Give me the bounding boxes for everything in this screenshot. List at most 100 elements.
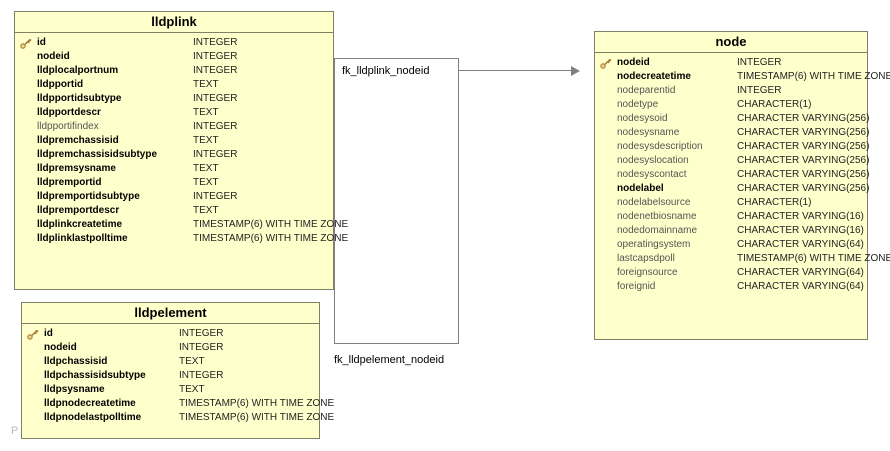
column-type: INTEGER [179,342,224,353]
column-key-slot [15,204,37,218]
column-name: lldpremchassisidsubtype [37,149,158,160]
column-name: lldplinkcreatetime [37,219,123,230]
column-key-slot [15,106,37,120]
column-type: TEXT [193,135,219,146]
column-key-slot [595,252,617,266]
column-type: TEXT [179,384,205,395]
column-name: lldpchassisid [44,356,108,367]
column-key-slot [15,190,37,204]
relationship-label-fk-lldplink-nodeid: fk_lldplink_nodeid [342,65,430,77]
column-type: CHARACTER(1) [737,197,812,208]
column-name: lldpremportdescr [37,205,120,216]
table-row: lldpsysname TEXT [22,383,319,397]
table-row: lldpremchassisid TEXT [15,134,333,148]
column-name: id [44,328,53,339]
column-name: nodesyscontact [617,169,687,180]
column-key-slot [15,148,37,162]
column-name: nodenetbiosname [617,211,697,222]
column-key-slot [595,196,617,210]
column-name: lldpremchassisid [37,135,119,146]
column-key-slot [15,50,37,64]
column-key-slot [22,355,44,369]
column-type: TIMESTAMP(6) WITH TIME ZONE [193,219,349,230]
column-name: nodelabelsource [617,197,691,208]
column-type: TEXT [193,177,219,188]
entity-title-node: node [595,32,867,53]
column-key-slot [595,266,617,280]
column-name: nodesysdescription [617,141,703,152]
column-name: lldpportidsubtype [37,93,122,104]
table-row: lldpremportidsubtype INTEGER [15,190,333,204]
column-name: nodeid [44,342,77,353]
relationship-arrowhead-node [571,66,580,76]
column-name: nodeid [37,51,70,62]
column-name: nodedomainname [617,225,698,236]
column-name: lldpportdescr [37,107,101,118]
column-name: lldpremportidsubtype [37,191,140,202]
column-type: CHARACTER VARYING(64) [737,281,864,292]
column-type: INTEGER [193,37,238,48]
column-name: foreignsource [617,267,678,278]
column-type: INTEGER [179,328,224,339]
column-type: INTEGER [193,121,238,132]
column-key-slot [595,112,617,126]
column-name: nodecreatetime [617,71,691,82]
table-row: nodeid INTEGER [22,341,319,355]
column-key-slot [22,369,44,383]
column-key-slot [595,126,617,140]
column-key-slot [15,134,37,148]
column-type: TIMESTAMP(6) WITH TIME ZONE [179,412,335,423]
column-type: TIMESTAMP(6) WITH TIME ZONE [179,398,335,409]
column-key-slot [15,64,37,78]
column-type: INTEGER [737,57,782,68]
entity-title-lldplink: lldplink [15,12,333,33]
column-key-slot [595,280,617,294]
column-key-slot [595,98,617,112]
column-key-slot [15,176,37,190]
column-key-slot [595,238,617,252]
column-key-slot [595,70,617,84]
column-type: TIMESTAMP(6) WITH TIME ZONE [193,233,349,244]
column-type: CHARACTER VARYING(256) [737,155,870,166]
column-type: TEXT [193,107,219,118]
column-name: lldpnodecreatetime [44,398,136,409]
table-row: lldpnodecreatetime TIMESTAMP(6) WITH TIME… [22,397,334,411]
column-name: nodesysname [617,127,680,138]
column-name: lldpremsysname [37,163,116,174]
column-name: lldpportid [37,79,84,90]
table-row: lldpportifindex INTEGER [15,120,333,134]
column-type: TEXT [193,79,219,90]
column-name: operatingsystem [617,239,691,250]
relationship-label-fk-lldpelement-nodeid: fk_lldpelement_nodeid [334,354,445,366]
column-name: lldpremportid [37,177,102,188]
column-key-slot [15,218,37,232]
table-row: lldplinkcreatetime TIMESTAMP(6) WITH TIME… [15,218,348,232]
column-key-slot [595,154,617,168]
column-type: CHARACTER VARYING(256) [737,183,870,194]
column-key-slot [595,224,617,238]
column-type: CHARACTER(1) [737,99,812,110]
column-name: lldpnodelastpolltime [44,412,142,423]
table-row: id INTEGER [22,327,319,341]
column-name: lldpsysname [44,384,105,395]
column-name: lldpportifindex [37,121,99,132]
column-type: INTEGER [193,191,238,202]
column-key-slot [22,397,44,411]
column-key-slot [595,182,617,196]
